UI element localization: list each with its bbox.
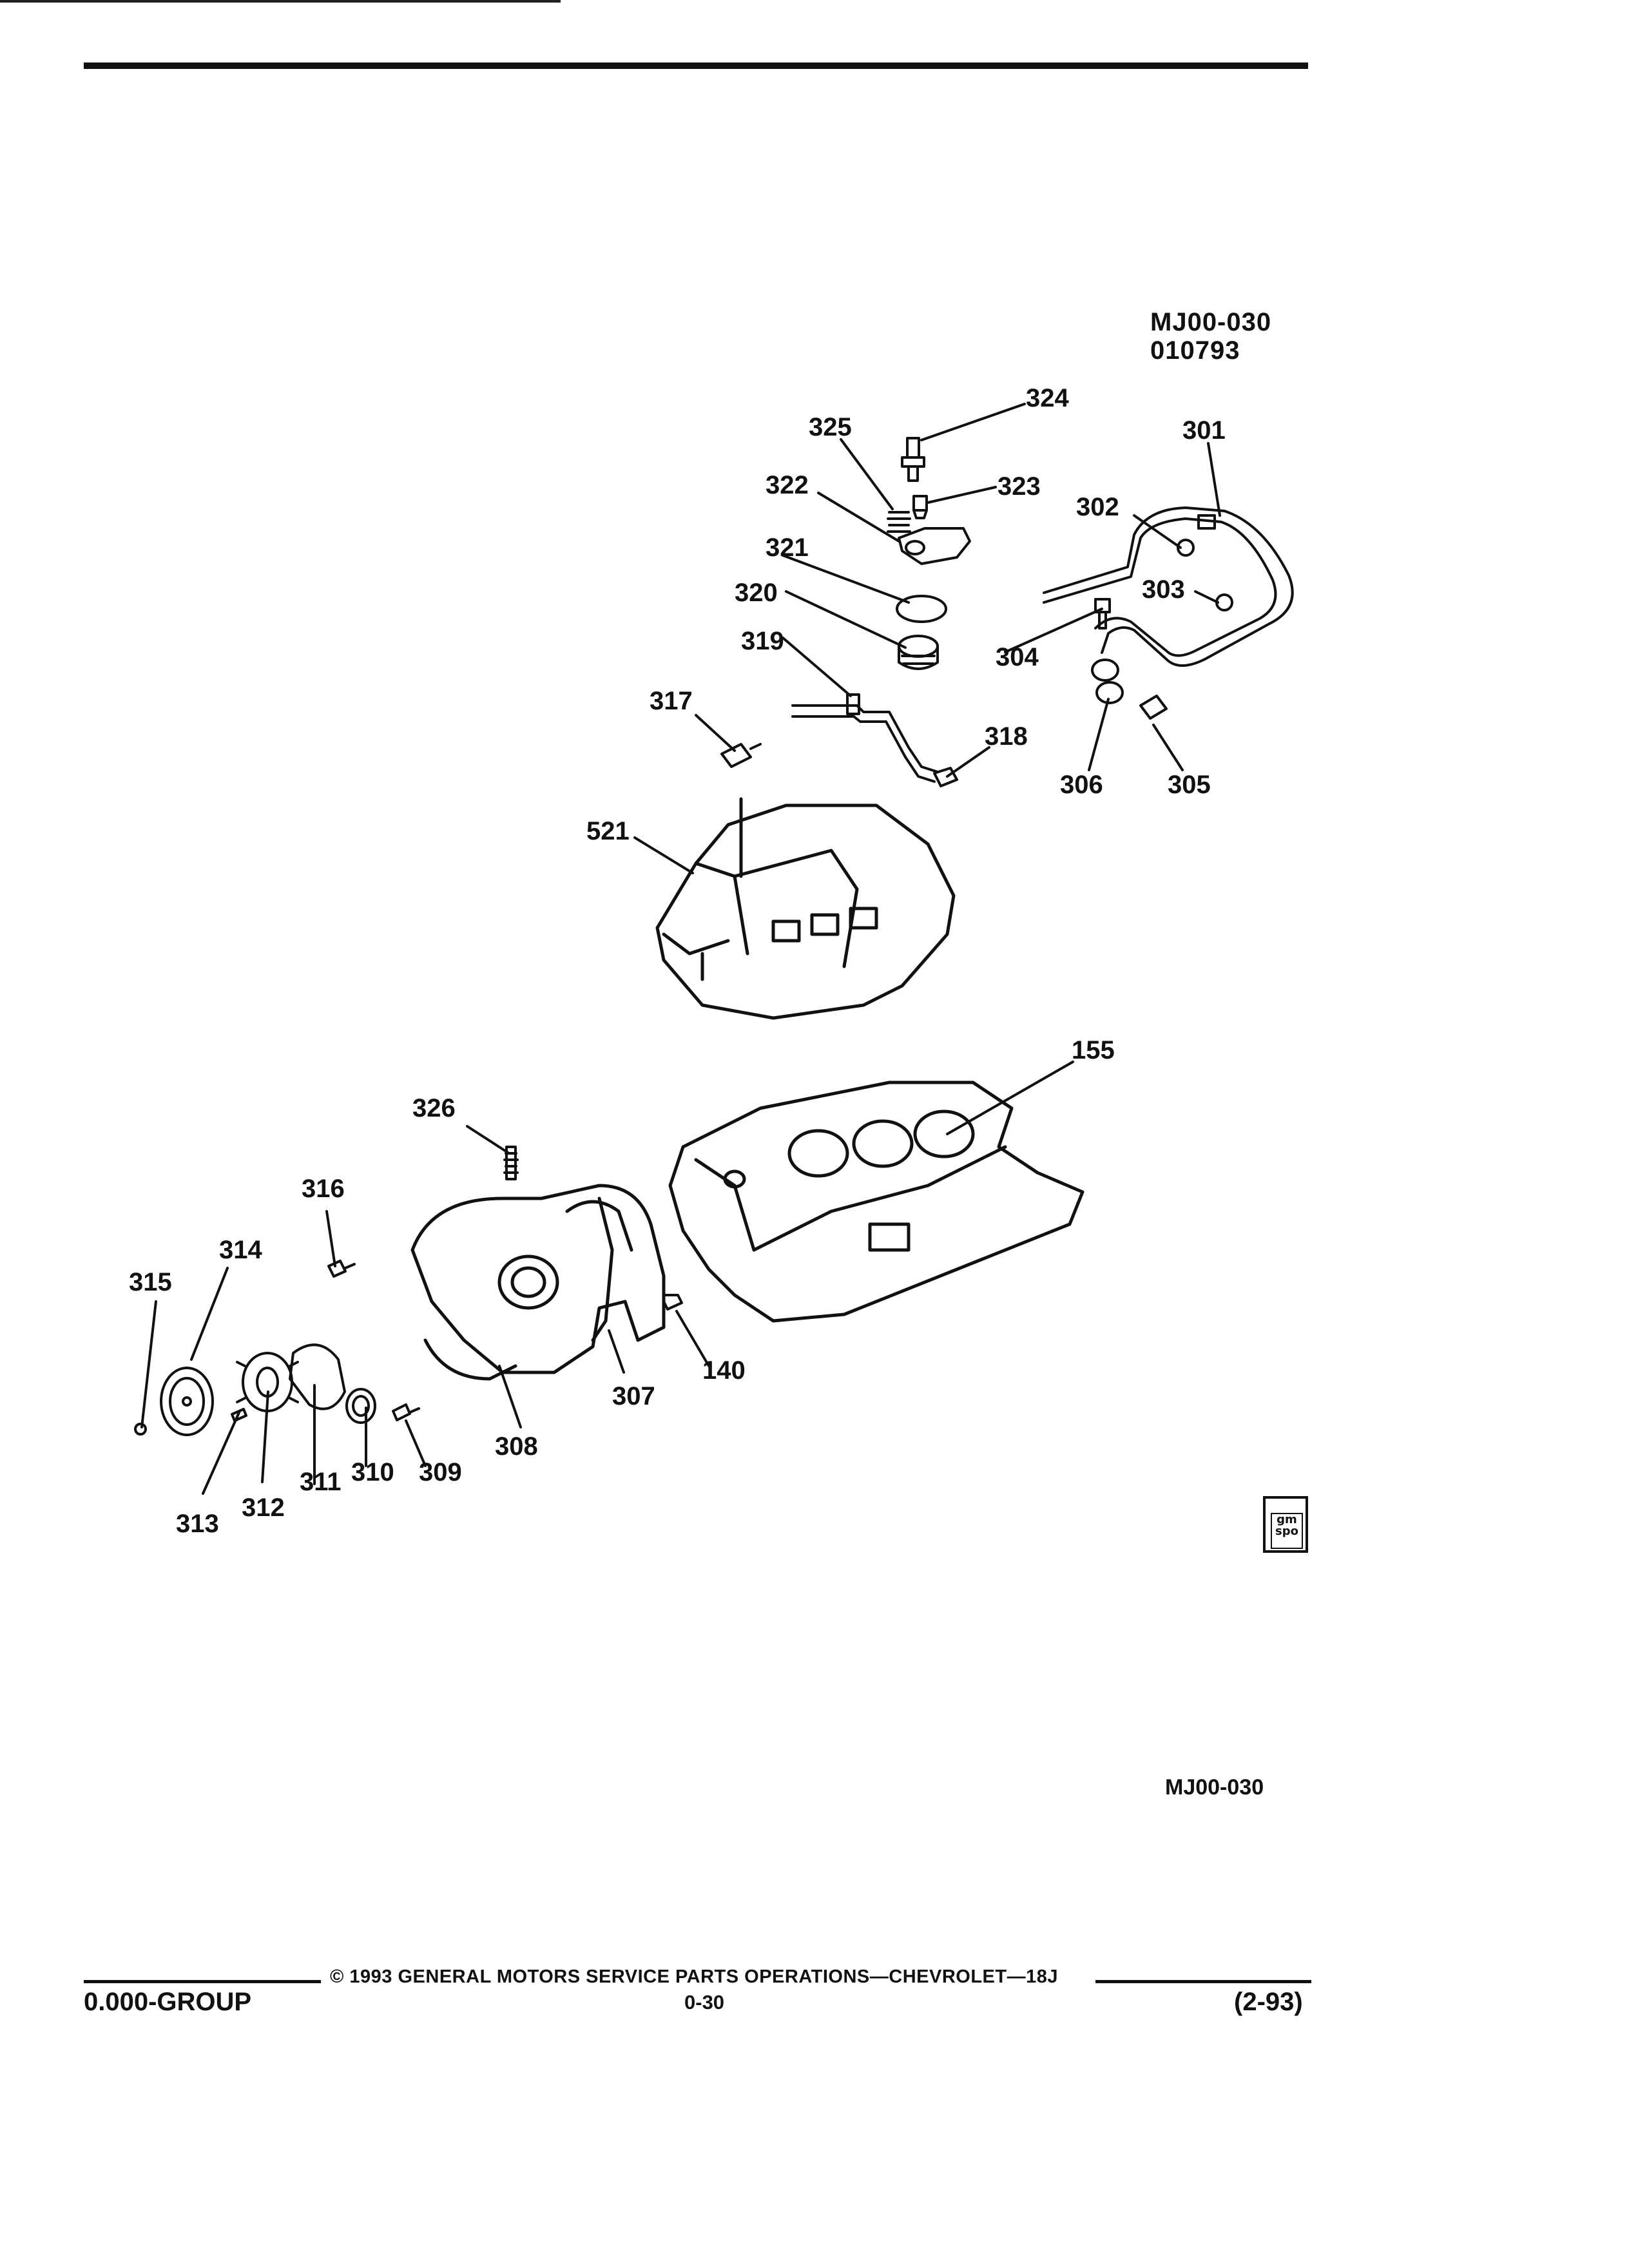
leader-322 — [817, 492, 900, 543]
callout-311: 311 — [300, 1468, 342, 1496]
bolt-315 — [134, 1423, 147, 1436]
bolt-323 — [912, 495, 928, 519]
bolt-304 — [1094, 598, 1111, 629]
callout-308: 308 — [495, 1432, 538, 1461]
callout-302: 302 — [1076, 493, 1119, 521]
callout-312: 312 — [242, 1494, 285, 1522]
callout-323: 323 — [998, 472, 1041, 501]
pipe-319 — [791, 693, 939, 783]
header-rule — [84, 62, 1308, 69]
leader-305 — [1152, 724, 1184, 771]
seal-310 — [345, 1388, 376, 1424]
callout-307: 307 — [612, 1382, 655, 1410]
water-outlet-322 — [898, 527, 971, 565]
leader-301 — [1207, 442, 1221, 517]
footer-rule-right — [1095, 1980, 1311, 1983]
thermostat-320 — [898, 635, 939, 670]
figure-bottom-code: MJ00-030 — [1165, 1775, 1264, 1800]
leader-155 — [946, 1061, 1074, 1135]
leader-306 — [1088, 698, 1110, 771]
leader-304 — [1004, 608, 1103, 653]
fitting-317 — [720, 743, 762, 768]
leader-320 — [785, 590, 907, 649]
intake-manifold-521 — [655, 797, 956, 1020]
fitting-318 — [933, 767, 958, 787]
leader-312 — [261, 1390, 269, 1483]
leader-309 — [405, 1419, 427, 1467]
callout-314: 314 — [219, 1236, 262, 1264]
leader-308 — [498, 1365, 522, 1428]
clip-303 — [1215, 593, 1233, 611]
leader-302 — [1133, 514, 1182, 549]
leader-325 — [840, 438, 894, 510]
footer-group: 0.000-GROUP — [84, 1988, 252, 2016]
top-corner-rule — [0, 0, 561, 3]
callout-326: 326 — [412, 1094, 456, 1122]
figure-date: 010793 — [1150, 336, 1240, 365]
gasket-311 — [289, 1343, 346, 1410]
gasket-321 — [896, 595, 947, 623]
callout-304: 304 — [996, 643, 1039, 671]
callout-305: 305 — [1168, 771, 1211, 799]
figure-code: MJ00-030 — [1150, 308, 1272, 336]
footer-revision: (2-93) — [1234, 1988, 1303, 2016]
bolt-309 — [392, 1403, 420, 1421]
callout-313: 313 — [176, 1510, 219, 1538]
callout-310: 310 — [351, 1458, 394, 1486]
callout-315: 315 — [129, 1268, 172, 1296]
leader-307 — [608, 1329, 625, 1374]
spring-325 — [887, 511, 911, 533]
leader-317 — [695, 714, 736, 752]
callout-319: 319 — [741, 627, 784, 655]
callout-140: 140 — [702, 1356, 746, 1385]
callout-321: 321 — [766, 533, 809, 562]
bolt-316 — [327, 1260, 356, 1278]
pulley-314 — [160, 1367, 214, 1436]
leader-140 — [675, 1310, 710, 1367]
leader-318 — [946, 746, 990, 778]
leader-324 — [920, 403, 1026, 441]
bolt-324 — [901, 437, 925, 482]
callout-325: 325 — [809, 413, 852, 441]
leader-321 — [782, 554, 910, 604]
stud-326 — [503, 1146, 519, 1180]
pin-140 — [662, 1294, 683, 1311]
clamp-306 — [1091, 658, 1124, 704]
leader-314 — [190, 1267, 229, 1361]
sensor-305 — [1139, 695, 1168, 720]
callout-320: 320 — [735, 579, 778, 607]
callout-322: 322 — [766, 471, 809, 499]
callout-318: 318 — [985, 722, 1028, 751]
callout-155: 155 — [1072, 1036, 1115, 1064]
leader-319 — [782, 637, 852, 697]
bolt-313 — [231, 1408, 247, 1422]
callout-309: 309 — [419, 1458, 462, 1486]
leader-315 — [140, 1300, 157, 1428]
clip-302 — [1177, 539, 1195, 557]
leader-323 — [927, 486, 997, 504]
leader-313 — [202, 1410, 241, 1495]
callout-306: 306 — [1060, 771, 1103, 799]
footer-copyright: © 1993 GENERAL MOTORS SERVICE PARTS OPER… — [330, 1966, 1058, 1987]
callout-316: 316 — [302, 1175, 345, 1203]
callout-303: 303 — [1142, 575, 1185, 604]
leader-316 — [325, 1210, 336, 1267]
leader-303 — [1194, 590, 1219, 604]
engine-block-155 — [668, 1081, 1084, 1323]
leader-326 — [466, 1125, 510, 1155]
footer-page-number: 0-30 — [684, 1991, 725, 2013]
front-cover-307-308 — [410, 1184, 666, 1381]
leader-521 — [633, 836, 694, 874]
footer-rule-left — [84, 1980, 321, 1983]
callout-324: 324 — [1026, 384, 1069, 412]
callout-521: 521 — [586, 817, 630, 845]
callout-317: 317 — [650, 687, 693, 715]
callout-301: 301 — [1182, 416, 1226, 445]
hose-assembly-301 — [1043, 506, 1294, 667]
